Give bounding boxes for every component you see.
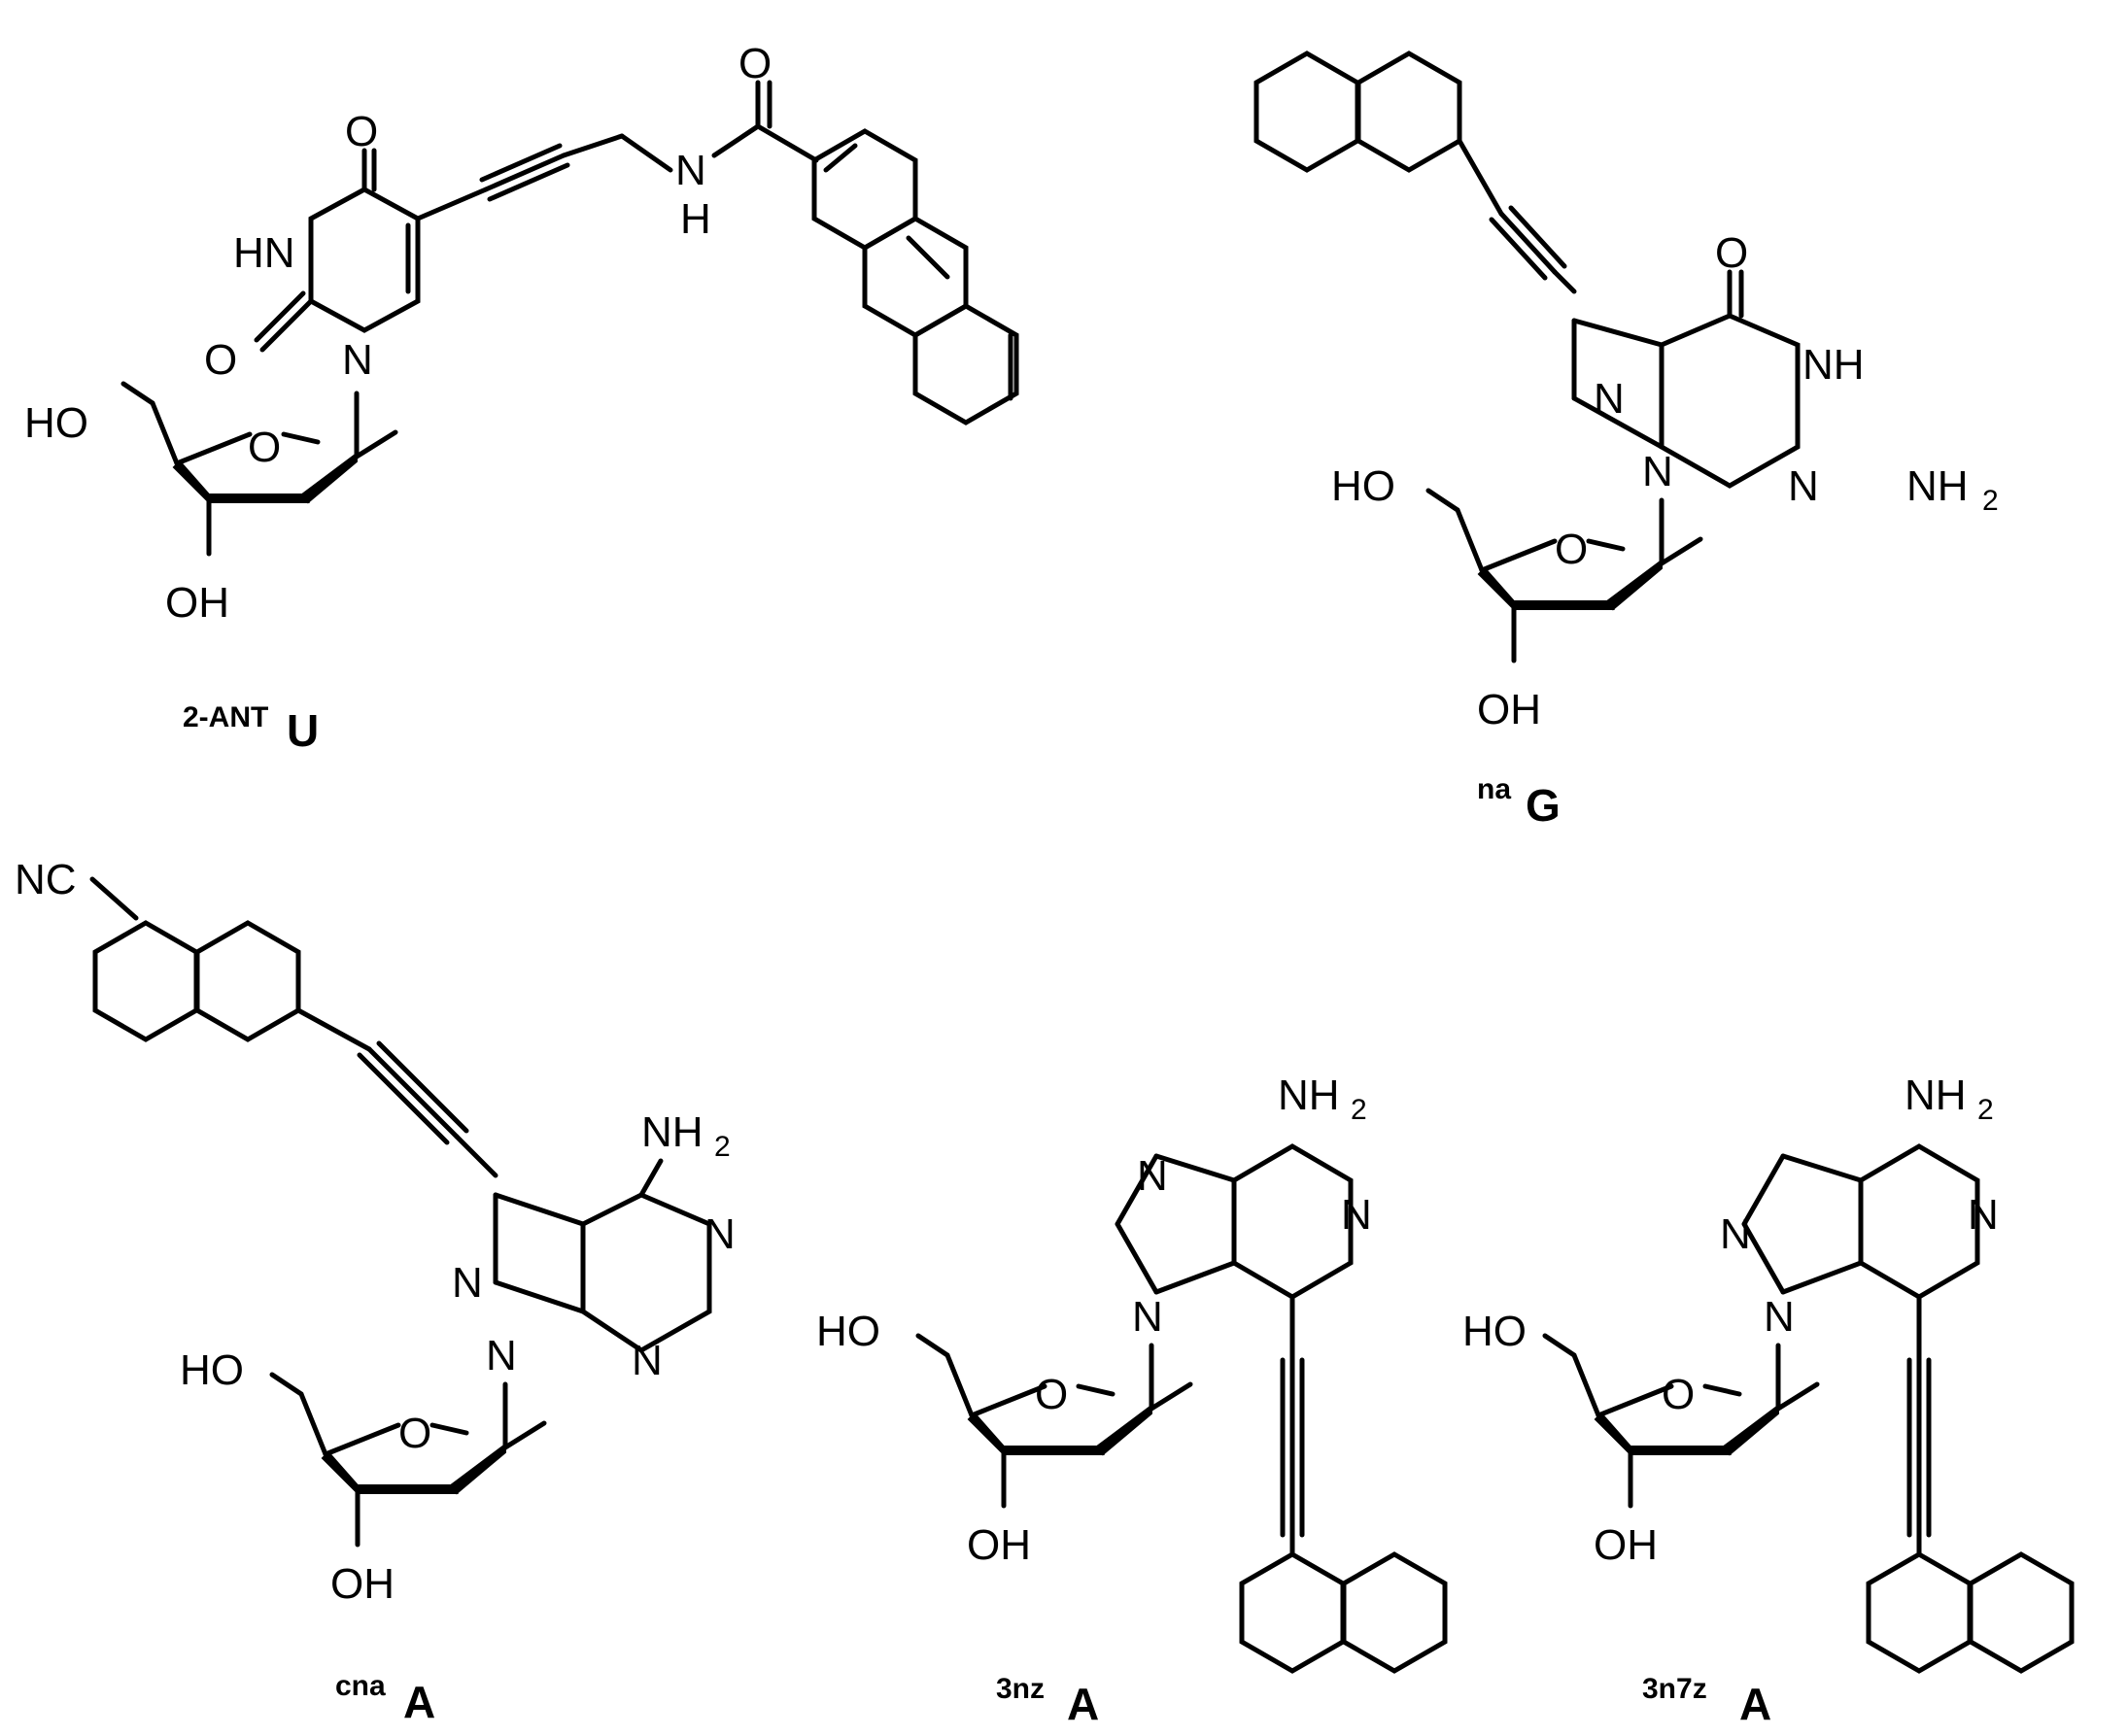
label-sup: 2-ANT xyxy=(183,701,268,733)
atom-ho: HO xyxy=(180,1346,244,1394)
atom-n: N xyxy=(704,1210,736,1258)
atom-ho: HO xyxy=(816,1308,880,1355)
atom-o: O xyxy=(204,336,237,384)
atom-nh2: NH xyxy=(1278,1072,1340,1119)
atom-nh2: NH xyxy=(1906,462,1969,510)
compound-cnaa: NC NH 2 N N N N HO OH O cna A xyxy=(15,856,736,1727)
atom-o: O xyxy=(248,424,281,471)
sub-2: 2 xyxy=(1977,1094,1994,1126)
atom-hn: HN xyxy=(233,229,295,277)
atom-o: O xyxy=(1555,526,1588,573)
atom-n: N xyxy=(1720,1210,1751,1258)
label-main: A xyxy=(1067,1679,1099,1729)
atom-nc: NC xyxy=(15,856,77,903)
atom-nh: NH xyxy=(1802,341,1865,389)
atom-n: N xyxy=(1137,1152,1168,1200)
atom-oh: OH xyxy=(330,1560,395,1608)
atom-oh: OH xyxy=(967,1521,1031,1569)
atom-n: N xyxy=(486,1332,517,1379)
atom-n: N xyxy=(1788,462,1819,510)
compound-nag: O NH N NH 2 N N HO OH O na G xyxy=(1256,53,1999,831)
atom-o: O xyxy=(345,108,378,155)
atom-oh: OH xyxy=(1477,686,1541,733)
label-sup: 3n7z xyxy=(1642,1673,1707,1705)
compound-3nza: NH 2 N N N HO OH O 3nz A xyxy=(816,1072,1445,1729)
atom-o: O xyxy=(1715,229,1748,277)
label-sup: cna xyxy=(335,1670,386,1702)
atom-oh: OH xyxy=(1594,1521,1658,1569)
label-main: U xyxy=(287,705,319,756)
atom-ho: HO xyxy=(1462,1308,1527,1355)
atom-n: N xyxy=(1594,375,1625,423)
atom-n: N xyxy=(1764,1293,1795,1341)
compound-2antu: O HN O N N H O HO OH O 2-ANT U xyxy=(24,40,1016,756)
label-main: G xyxy=(1526,780,1561,831)
atom-nh2: NH xyxy=(1905,1072,1967,1119)
label-main: A xyxy=(403,1677,435,1727)
compound-3n7za: NH 2 N N N HO OH O 3n7z A xyxy=(1462,1072,2072,1729)
atom-n: N xyxy=(452,1259,483,1307)
atom-h: H xyxy=(680,195,711,243)
atom-n: N xyxy=(1341,1191,1372,1239)
atom-ho: HO xyxy=(24,399,88,447)
atom-o: O xyxy=(1035,1371,1068,1418)
atom-n: N xyxy=(1132,1293,1163,1341)
atom-n: N xyxy=(632,1337,663,1384)
atom-nh: N xyxy=(675,147,706,194)
atom-o: O xyxy=(738,40,772,87)
label-sup: 3nz xyxy=(996,1673,1045,1705)
label-main: A xyxy=(1739,1679,1771,1729)
atom-ho: HO xyxy=(1331,462,1395,510)
atom-n: N xyxy=(342,336,373,384)
atom-n: N xyxy=(1642,448,1673,495)
atom-o: O xyxy=(1662,1371,1695,1418)
sub-2: 2 xyxy=(1982,485,1999,517)
label-sup: na xyxy=(1477,773,1511,805)
atom-n: N xyxy=(1968,1191,1999,1239)
atom-o: O xyxy=(398,1410,431,1457)
atom-nh2: NH xyxy=(641,1108,704,1156)
sub-2: 2 xyxy=(714,1131,731,1163)
atom-oh: OH xyxy=(165,579,229,627)
sub-2: 2 xyxy=(1351,1094,1367,1126)
